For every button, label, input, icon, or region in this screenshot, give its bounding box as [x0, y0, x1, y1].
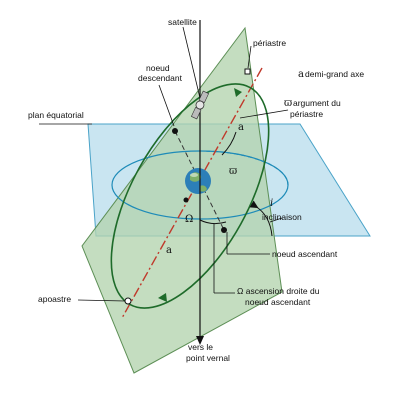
- apoastre-label: apoastre: [38, 294, 71, 304]
- argument-label-1: argument du: [293, 98, 341, 108]
- noeud-descendant-label-2: descendant: [138, 73, 183, 83]
- apoastre-point: [124, 297, 132, 305]
- argument-label-2: périastre: [290, 109, 323, 119]
- descending-node-point: [172, 128, 178, 134]
- ascending-node-point: [221, 227, 227, 233]
- i-symbol: i: [270, 198, 273, 209]
- earth-center-point: [183, 197, 189, 203]
- ascension-label-2: noeud ascendant: [245, 297, 311, 307]
- inclination-arc: [249, 200, 273, 237]
- inclinaison-label: inclinaison: [262, 212, 302, 222]
- leader-lines: [39, 26, 289, 302]
- major-axis: [121, 67, 263, 319]
- orbit-path: [110, 83, 270, 309]
- orbit-direction-arrow-icon: [234, 88, 242, 97]
- vernal-arrow-icon: [196, 336, 204, 345]
- line-of-nodes: [174, 130, 225, 231]
- noeud-descendant-label-1: noeud: [146, 63, 170, 73]
- orbit-direction-arrow-icon: [158, 293, 167, 302]
- ascension-arc: [199, 219, 227, 225]
- noeud-ascendant-label: noeud ascendant: [272, 249, 338, 259]
- periastre-point: [244, 68, 251, 75]
- vers-le-label: vers le: [188, 342, 213, 352]
- periastre-label: périastre: [253, 38, 286, 48]
- varpi-symbol: ϖ: [229, 166, 237, 177]
- satellite-label: satellite: [168, 17, 197, 27]
- demi-grand-axe-symbol: a: [298, 69, 304, 80]
- plan-equatorial-label: plan équatorial: [28, 110, 84, 120]
- satellite-icon: [190, 90, 210, 120]
- argument-symbol: ϖ: [284, 98, 292, 109]
- omega-symbol: Ω: [185, 214, 193, 225]
- a-upper-symbol: a: [238, 122, 244, 133]
- ascension-label-1: Ω ascension droite du: [237, 286, 320, 296]
- demi-grand-axe-label: demi-grand axe: [305, 69, 364, 79]
- argument-arc: [221, 131, 237, 156]
- point-vernal-label: point vernal: [186, 353, 230, 363]
- a-lower-symbol: a: [166, 245, 172, 256]
- earth-icon: [185, 168, 211, 194]
